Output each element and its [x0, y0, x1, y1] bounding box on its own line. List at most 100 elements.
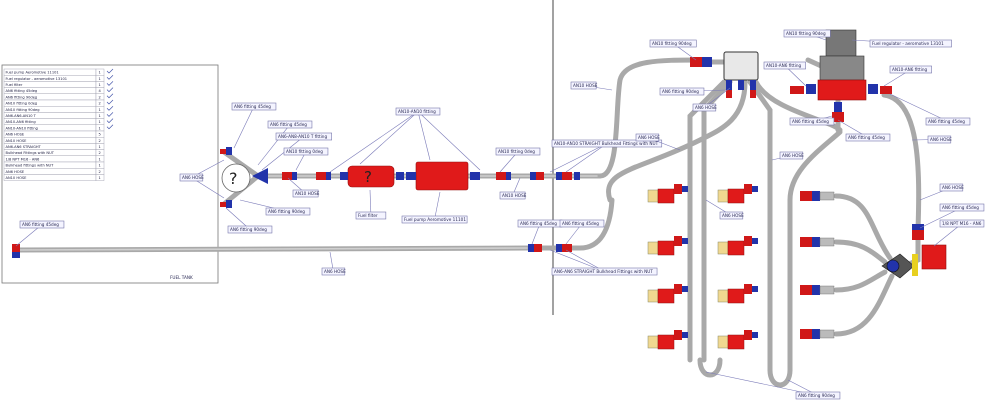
callout-an6-fitting-b1: AN6 fitting 90deg — [239, 199, 311, 216]
fuel-injector — [647, 330, 688, 350]
fuel-injector-right — [800, 329, 835, 339]
callout-an6-fitting-r: AN6 fitting 45deg — [837, 119, 891, 142]
fuel-injector — [717, 184, 758, 204]
callout-text: Fuel pump Aeromotive 11101 — [404, 217, 466, 222]
parts-table-qty: 1 — [99, 120, 101, 124]
parts-table-name: AN6-AN6 STRAIGHT — [6, 145, 42, 149]
parts-table-name: AN10 fitting 0deg — [6, 102, 38, 106]
hose-return-bulkhead — [527, 197, 615, 251]
callout-an6-fitting-2: AN6 fitting 45deg — [257, 120, 313, 166]
callout-text: AN6 fitting 90deg — [662, 89, 699, 94]
parts-table-qty: 1 — [99, 83, 101, 87]
parts-table-qty: 2 — [99, 170, 101, 174]
callout-an10-hose: AN10 HOSE — [287, 177, 320, 198]
fuel-filter-question-mark: ? — [364, 168, 372, 186]
check-icon — [106, 68, 114, 74]
callout-an6-hose-main: AN6 HOSE — [321, 251, 346, 276]
callout-text: AN6 HOSE — [722, 213, 744, 218]
callout-an6-hose-r2: AN6 HOSE — [771, 151, 804, 161]
pressure-gauge — [886, 259, 900, 273]
callout-text: AN6 HOSE — [638, 135, 660, 140]
fuel-regulator — [790, 29, 892, 122]
callout-an6-hose-r3: AN6 HOSE — [705, 199, 744, 220]
check-icon — [106, 112, 114, 117]
check-icon — [106, 93, 114, 99]
parts-table-qty: 2 — [99, 139, 101, 143]
parts-table-name: AN6-AN6-AN10 T — [6, 114, 37, 118]
check-icon — [106, 99, 114, 105]
fuel-injector — [717, 284, 758, 304]
parts-table-qty: 2 — [99, 102, 101, 106]
callout-text: AN6 HOSE — [324, 269, 346, 274]
fuel-injector-right — [800, 237, 835, 247]
callout-text: AN6 fitting 45deg — [942, 205, 979, 210]
callout-an10-an10-fitting: AN10-AN10 fitting — [329, 107, 481, 173]
callout-an6-fitting-r: AN6 fitting 45deg — [517, 219, 563, 245]
parts-table-name: Fuel regulator - aeromotive 13101 — [6, 77, 68, 81]
parts-table-name: Bulkhead fittings with NUT — [6, 164, 55, 168]
y-junction-connector — [252, 168, 268, 184]
callout-an10-an6-fitting: AN10-AN6 fitting — [883, 65, 932, 87]
injector-group — [647, 184, 835, 350]
hose-regulator-return — [881, 92, 922, 233]
hose-supply-to-rail — [597, 57, 703, 179]
fuel-pump — [415, 161, 469, 191]
fuel-injector-right — [800, 285, 835, 295]
callout-text: AN6 HOSE — [930, 137, 952, 142]
callout-text: AN6 fitting 45deg — [792, 119, 829, 124]
y-junction-question-mark: ? — [229, 169, 238, 188]
callout-text: AN10-AN6 fitting — [766, 63, 801, 68]
callout-an10-fitting-top: AN10 fitting 90deg — [649, 39, 697, 61]
callout-an6-fitting-r3: AN6 fitting 90deg — [659, 87, 727, 96]
callout-text: AN6 fitting 45deg — [928, 119, 965, 124]
callout-an6-hose-top: AN10 HOSE — [570, 81, 613, 91]
callout-bulkhead-bottom: AN6-AN6 STRAIGHT Bulkhead Fittings with … — [549, 249, 658, 276]
callout-text: AN6 fitting 90deg — [268, 209, 305, 214]
callout-text: AN10 HOSE — [295, 191, 320, 196]
parts-table-qty: 1 — [99, 108, 101, 112]
callout-text: AN6 fitting 45deg — [848, 135, 885, 140]
parts-table-name: AN10 fitting 90deg — [6, 108, 40, 112]
parts-table-qty: 1 — [99, 114, 101, 118]
callout-an10-fitting-2: AN10 fitting 0deg — [495, 147, 541, 173]
fuel-rail-ports — [690, 57, 756, 98]
parts-table-qty: 4 — [99, 89, 102, 93]
parts-table-name: Fuel filter — [6, 83, 23, 87]
callout-an6-hose-y: AN6 HOSE — [179, 159, 225, 199]
check-icon — [106, 124, 114, 130]
callout-an6-fitting-tl: AN6 fitting 45deg — [15, 220, 65, 247]
parts-table-qty: 1 — [99, 145, 101, 149]
y-junction: ? — [221, 163, 268, 193]
callout-text: AN6 HOSE — [182, 175, 204, 180]
fuel-filter: ? — [347, 165, 395, 188]
callout-bulkhead-top: AN10-AN10 STRAIGHT Bulkhead Fittings wit… — [549, 139, 663, 173]
callout-text: AN6 fitting 45deg — [234, 104, 271, 109]
callout-an6-fitting-r4: AN6 fitting 45deg — [789, 115, 835, 126]
callout-text: AN10 HOSE — [502, 193, 527, 198]
callout-text: AN10-AN6 fitting — [892, 67, 927, 72]
check-icon — [106, 87, 114, 93]
parts-table-qty: 1 — [99, 71, 101, 75]
callout-an6-fitting-r2: AN6 fitting 45deg — [559, 219, 605, 245]
callout-text: AN6 HOSE — [942, 185, 964, 190]
callout-an6-fitting-b1: AN6 fitting 90deg — [705, 371, 841, 400]
parts-table-qty: 1 — [99, 164, 101, 168]
parts-table-name: Bulkhead Fittings with NUT — [6, 151, 55, 155]
callout-an6-fitting-1: AN6 fitting 45deg — [919, 203, 985, 229]
fuel-injector — [717, 236, 758, 256]
callout-text: AN6 HOSE — [695, 105, 717, 110]
callout-an6-fitting-r2: AN6 fitting 45deg — [889, 93, 971, 126]
callout-an10-fitting-top: AN10 fitting 90deg — [783, 29, 831, 41]
parts-table-name: AN6 fitting 45deg — [6, 89, 38, 93]
callout-text: AN6-AN8-AN10 T fitting — [278, 134, 327, 139]
callout-text: AN10-AN10 STRAIGHT Bulkhead Fittings wit… — [554, 141, 659, 146]
parts-table-name: AN10-AN10 fitting — [6, 126, 38, 130]
parts-table-qty: 1 — [99, 157, 101, 161]
parts-table-name: AN10 HOSE — [6, 139, 28, 143]
callout-text: 1/8 NPT M16 - AN6 — [942, 221, 982, 226]
parts-table-name: 1/8 NPT M16 - AN6 — [6, 157, 41, 161]
callout-text: Fuel regulator - aeromotive 13101 — [872, 41, 944, 46]
callout-an10-fitting: AN10 fitting 0deg — [283, 147, 329, 171]
callout-text: AN6 fitting 45deg — [270, 122, 307, 127]
